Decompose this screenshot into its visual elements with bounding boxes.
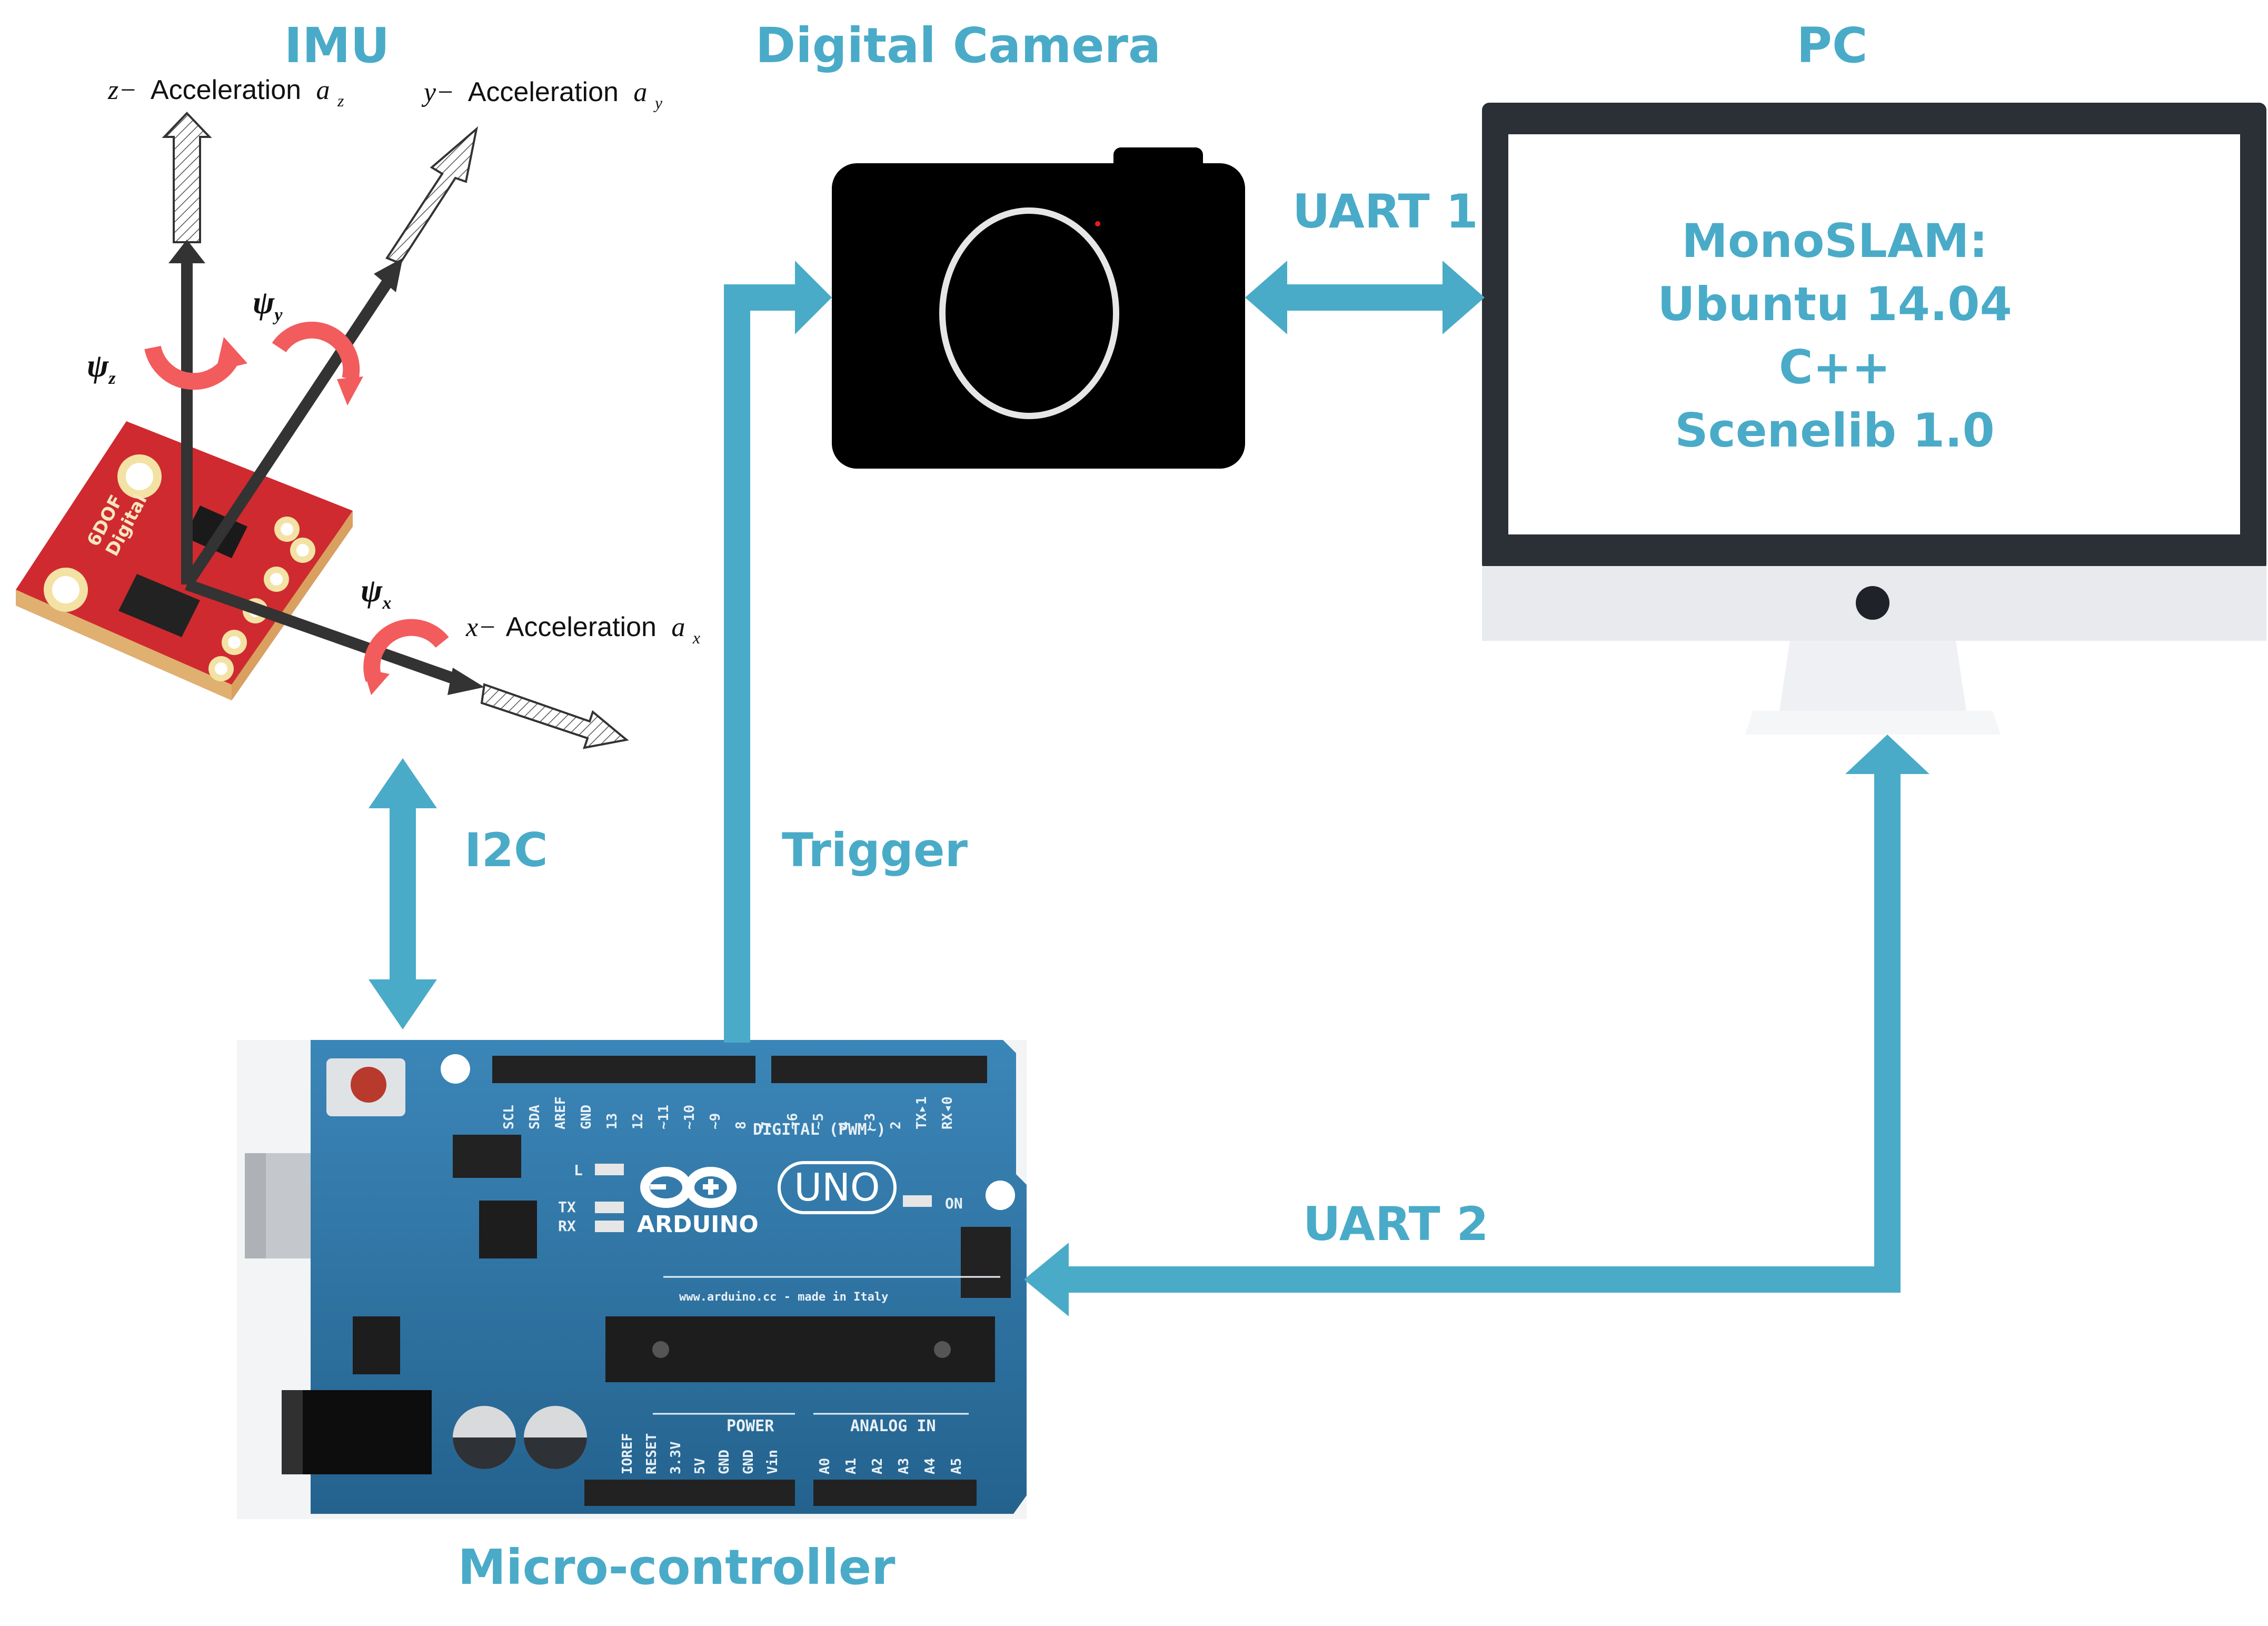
arduino-pin-label: RX◂0 xyxy=(940,1096,956,1129)
pc-title: PC xyxy=(1797,17,1868,74)
camera-icon xyxy=(832,147,1245,469)
arduino-pin-label: 2 xyxy=(888,1121,904,1129)
arduino-pin-label: 7 xyxy=(759,1121,775,1129)
trigger-arrow xyxy=(724,261,832,1043)
arduino-pin-label: GND xyxy=(579,1105,594,1129)
arduino-pin-label: 8 xyxy=(733,1121,749,1129)
pc-screen-line-1: MonoSLAM: xyxy=(1682,214,1987,268)
pc-screen-line-2: Ubuntu 14.04 xyxy=(1657,277,2012,331)
arduino-power-header: POWER xyxy=(727,1417,774,1435)
arduino-on-label: ON xyxy=(945,1195,963,1212)
pc-screen-line-4: Scenelib 1.0 xyxy=(1675,403,1994,458)
arduino-pin-label: RESET xyxy=(644,1433,660,1474)
arduino-pin-label: ~6 xyxy=(785,1113,801,1129)
arduino-pin-label: GND xyxy=(717,1450,732,1474)
camera-title: Digital Camera xyxy=(755,17,1161,74)
monitor-icon xyxy=(1482,103,2266,735)
arduino-pin-label: ~5 xyxy=(811,1113,827,1129)
arduino-pin-label: A2 xyxy=(870,1458,886,1474)
arduino-pin-label: 5V xyxy=(692,1458,708,1474)
arduino-pin-label: Vin xyxy=(765,1450,781,1474)
arduino-analog-pins: A0 A1 A2 A3 A4 A5 xyxy=(817,1458,964,1474)
z-axis-label: z− Acceleration a z xyxy=(107,75,344,110)
psi-z-label: ψz xyxy=(87,348,116,388)
arduino-l-label: L xyxy=(574,1162,583,1179)
arduino-pin-label: 12 xyxy=(630,1113,646,1129)
y-axis-label: y− Acceleration a y xyxy=(421,77,663,112)
arduino-pin-label: GND xyxy=(741,1450,757,1474)
microcontroller-title: Micro-controller xyxy=(457,1539,896,1595)
imu-title: IMU xyxy=(284,17,390,74)
arduino-pin-label: 13 xyxy=(604,1113,620,1129)
arduino-pin-label: ~3 xyxy=(862,1113,878,1129)
arduino-digital-pins: SCL SDA AREF GND 13 12 ~11 ~10 ~9 8 7 ~6 ~5 4 ~3 2 TX▸1 R… xyxy=(501,1096,956,1129)
arduino-tx-label: TX xyxy=(558,1198,576,1216)
arduino-analog-header: ANALOG IN xyxy=(850,1417,936,1435)
i2c-arrow xyxy=(369,758,437,1029)
i2c-label: I2C xyxy=(464,823,548,877)
arduino-pin-label: TX▸1 xyxy=(914,1096,930,1129)
arduino-digital-header: DIGITAL (PWM~) xyxy=(753,1121,886,1139)
psi-y-label: ψy xyxy=(253,285,283,325)
arduino-pin-label: SCL xyxy=(501,1105,517,1129)
arduino-pin-label: A0 xyxy=(817,1458,833,1474)
arduino-website: www.arduino.cc - made in Italy xyxy=(679,1291,888,1304)
arduino-pin-label: ~11 xyxy=(656,1105,672,1129)
arduino-pin-label: A4 xyxy=(922,1458,938,1474)
uart2-label: UART 2 xyxy=(1303,1197,1489,1251)
arduino-power-pins: IOREF RESET 3.3V 5V GND GND Vin xyxy=(620,1433,781,1474)
trigger-label: Trigger xyxy=(782,823,968,877)
arduino-pin-label: A1 xyxy=(843,1458,859,1474)
x-axis-label: x− Acceleration a x xyxy=(465,612,700,647)
pc-screen-line-3: C++ xyxy=(1779,340,1891,394)
arduino-brand: ARDUINO xyxy=(637,1211,759,1238)
arduino-rx-label: RX xyxy=(558,1217,576,1235)
arduino-board xyxy=(237,1040,1027,1519)
arduino-model: UNO xyxy=(794,1165,880,1209)
psi-x-label: ψx xyxy=(361,573,391,613)
arduino-pin-label: SDA xyxy=(527,1105,543,1129)
arduino-pin-label: AREF xyxy=(553,1096,569,1129)
arduino-pin-label: 3.3V xyxy=(668,1441,684,1474)
arduino-pin-label: IOREF xyxy=(620,1433,635,1474)
uart1-arrow xyxy=(1245,261,1485,334)
arduino-pin-label: 4 xyxy=(837,1121,852,1129)
uart1-label: UART 1 xyxy=(1292,184,1478,239)
uart2-arrow xyxy=(1024,735,1929,1316)
imu-axes: z− Acceleration a z y− Acceleration a y … xyxy=(87,75,700,749)
arduino-pin-label: ~10 xyxy=(682,1105,698,1129)
arduino-pin-label: A3 xyxy=(896,1458,912,1474)
arduino-pin-label: A5 xyxy=(949,1458,964,1474)
arduino-pin-label: ~9 xyxy=(708,1113,723,1129)
